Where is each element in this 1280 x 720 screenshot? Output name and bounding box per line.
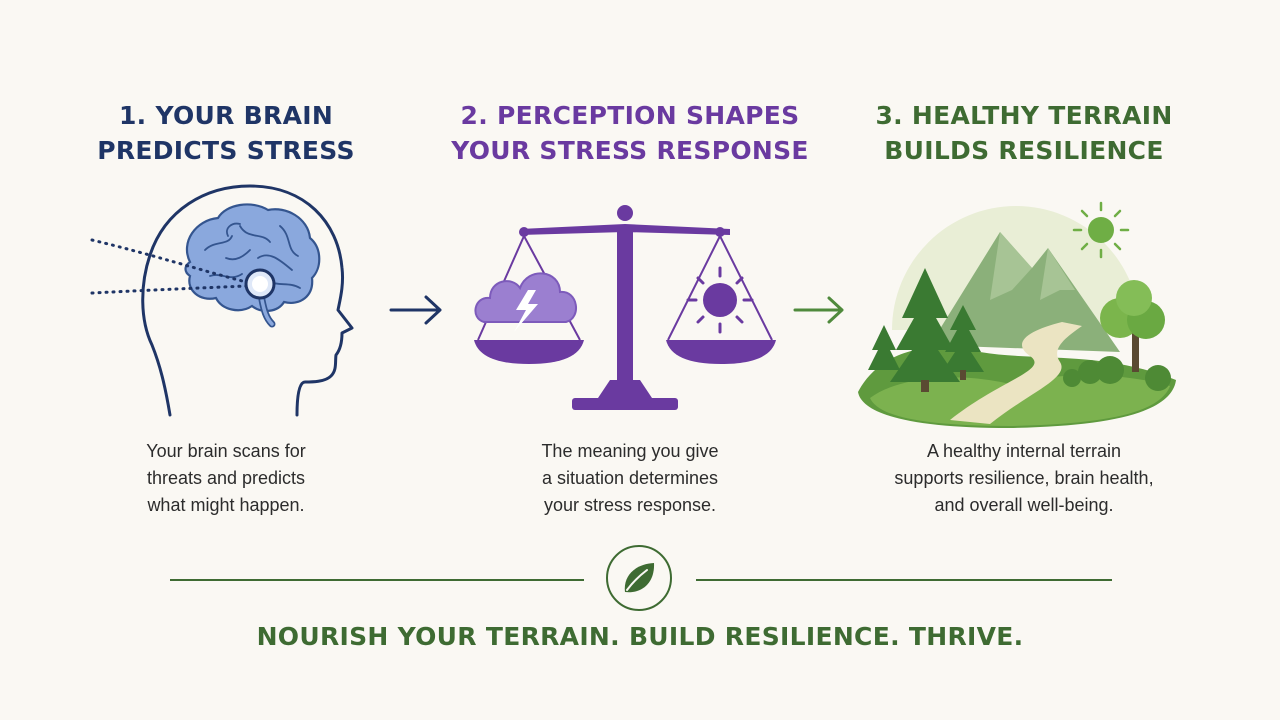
divider-left	[170, 579, 584, 581]
arrow-right-icon	[389, 295, 442, 325]
step-3-description: A healthy internal terrain supports resi…	[894, 441, 1154, 515]
step-2-description: The meaning you give a situation determi…	[541, 441, 719, 515]
divider-right	[696, 579, 1112, 581]
brain-head-icon	[90, 184, 354, 417]
step-1-title: 1. YOUR BRAIN PREDICTS STRESS	[97, 101, 355, 165]
balance-scale-icon	[474, 205, 776, 410]
step-1-description: Your brain scans for threats and predict…	[146, 441, 306, 515]
step-2-title: 2. PERCEPTION SHAPES YOUR STRESS RESPONS…	[451, 101, 809, 165]
tagline: NOURISH YOUR TERRAIN. BUILD RESILIENCE. …	[256, 622, 1024, 651]
leaf-badge	[606, 545, 672, 611]
leaf-icon	[624, 563, 655, 593]
mountain-landscape-icon	[858, 201, 1176, 428]
step-3-title: 3. HEALTHY TERRAIN BUILDS RESILIENCE	[875, 101, 1173, 165]
arrow-right-icon	[793, 296, 844, 324]
